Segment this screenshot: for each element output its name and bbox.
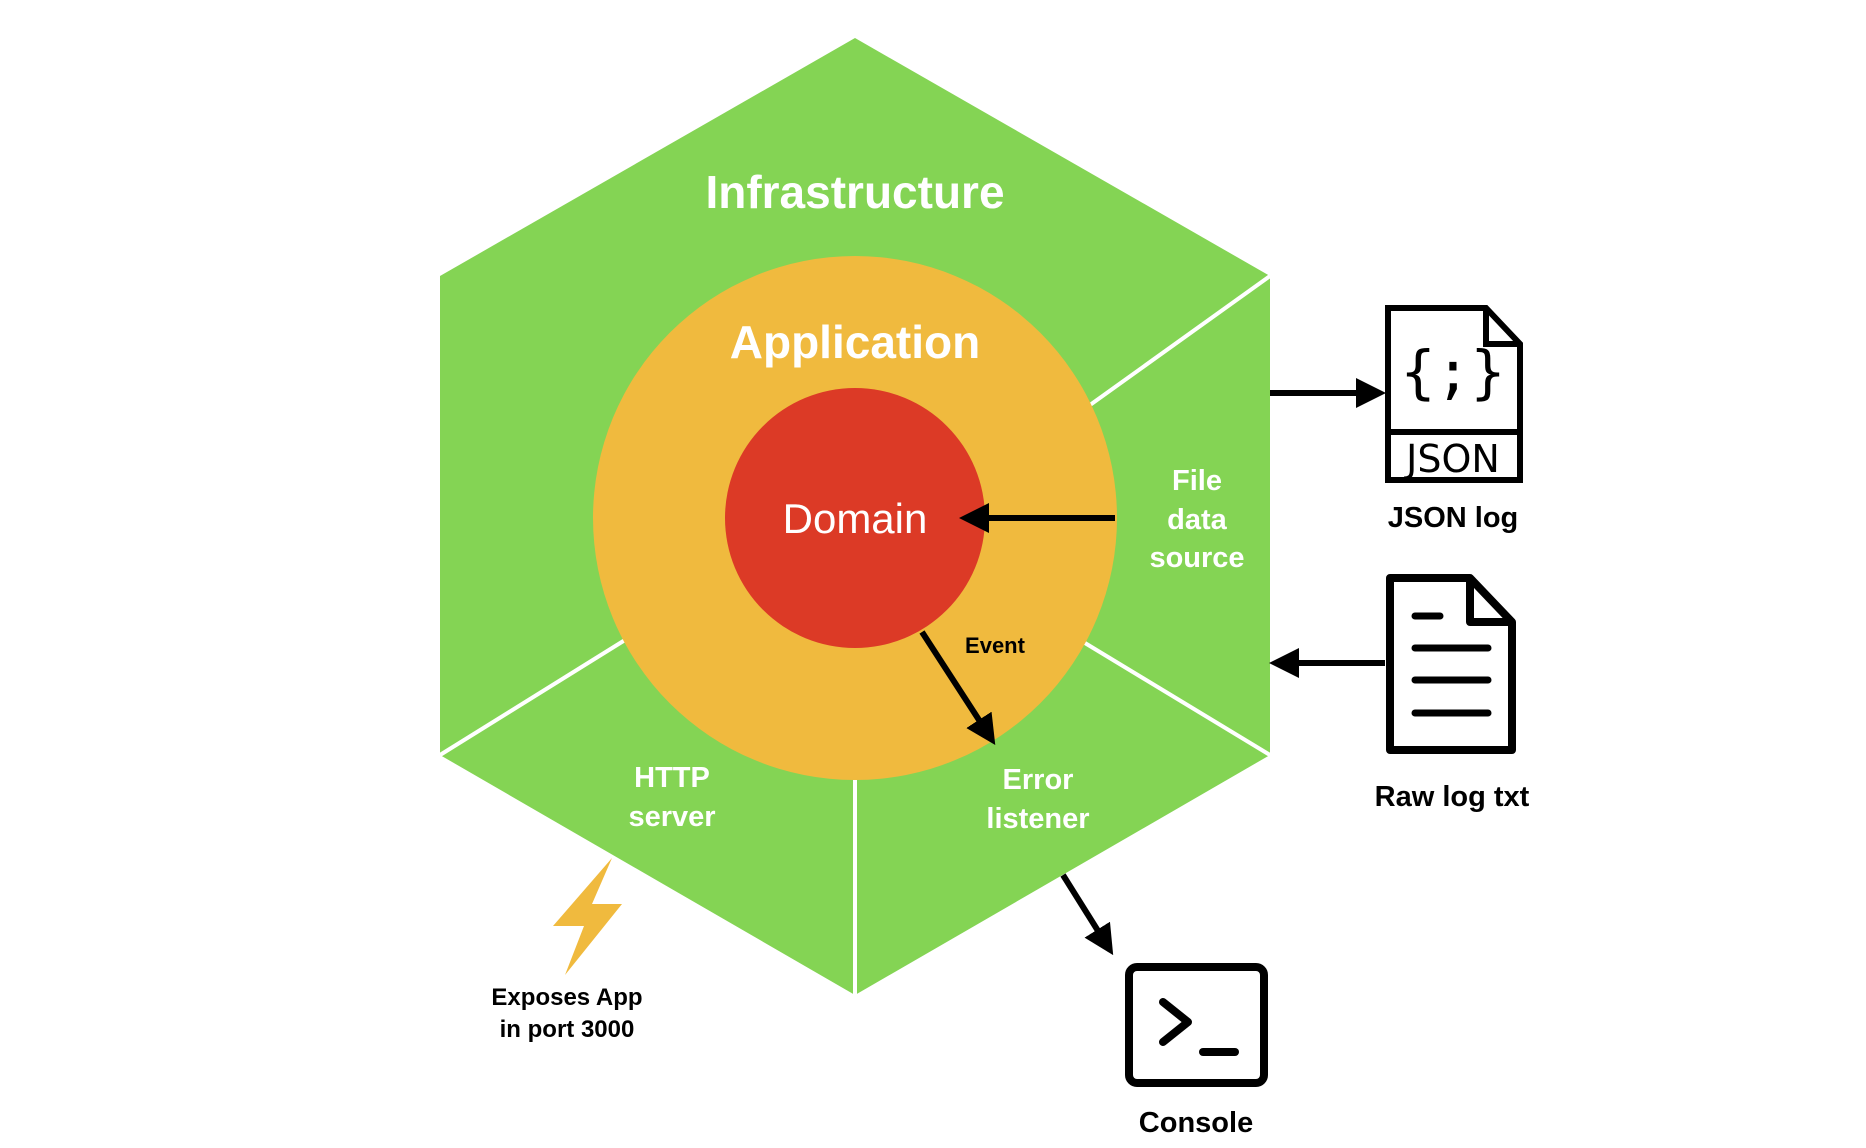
infrastructure-label: Infrastructure <box>705 166 1004 218</box>
application-label: Application <box>730 316 980 368</box>
svg-text:File: File <box>1172 465 1222 497</box>
svg-text:HTTP: HTTP <box>634 762 710 794</box>
json-icon-text: JSON <box>1404 437 1500 481</box>
svg-text:listener: listener <box>986 803 1089 835</box>
json-file-icon <box>1385 305 1523 483</box>
hexagon-dividers <box>438 274 1272 995</box>
svg-text:data: data <box>1167 504 1228 536</box>
domain-circle <box>725 388 985 648</box>
svg-text:in port 3000: in port 3000 <box>500 1016 635 1043</box>
lightning-bolt-icon <box>553 858 622 975</box>
domain-label: Domain <box>783 495 928 542</box>
svg-text:server: server <box>628 801 715 833</box>
exposes-app-label: Exposes App in port 3000 <box>491 984 642 1043</box>
text-file-icon <box>1386 574 1516 754</box>
raw-log-label: Raw log txt <box>1375 781 1530 813</box>
terminal-icon <box>1125 963 1268 1087</box>
json-log-label: JSON log <box>1388 502 1519 534</box>
event-label: Event <box>965 633 1026 658</box>
to-console-arrow <box>1060 873 1114 956</box>
svg-text:source: source <box>1149 542 1244 574</box>
json-icon-braces: {;} <box>1401 338 1506 406</box>
domain-event-arrow <box>919 630 996 746</box>
svg-text:Exposes App: Exposes App <box>491 984 642 1011</box>
svg-text:Error: Error <box>1003 764 1074 796</box>
file-data-source-label: File data source <box>1149 465 1244 574</box>
console-label: Console <box>1139 1107 1253 1139</box>
error-listener-label: Error listener <box>986 764 1089 835</box>
text-file-lines <box>1411 612 1492 717</box>
http-server-label: HTTP server <box>628 762 715 833</box>
